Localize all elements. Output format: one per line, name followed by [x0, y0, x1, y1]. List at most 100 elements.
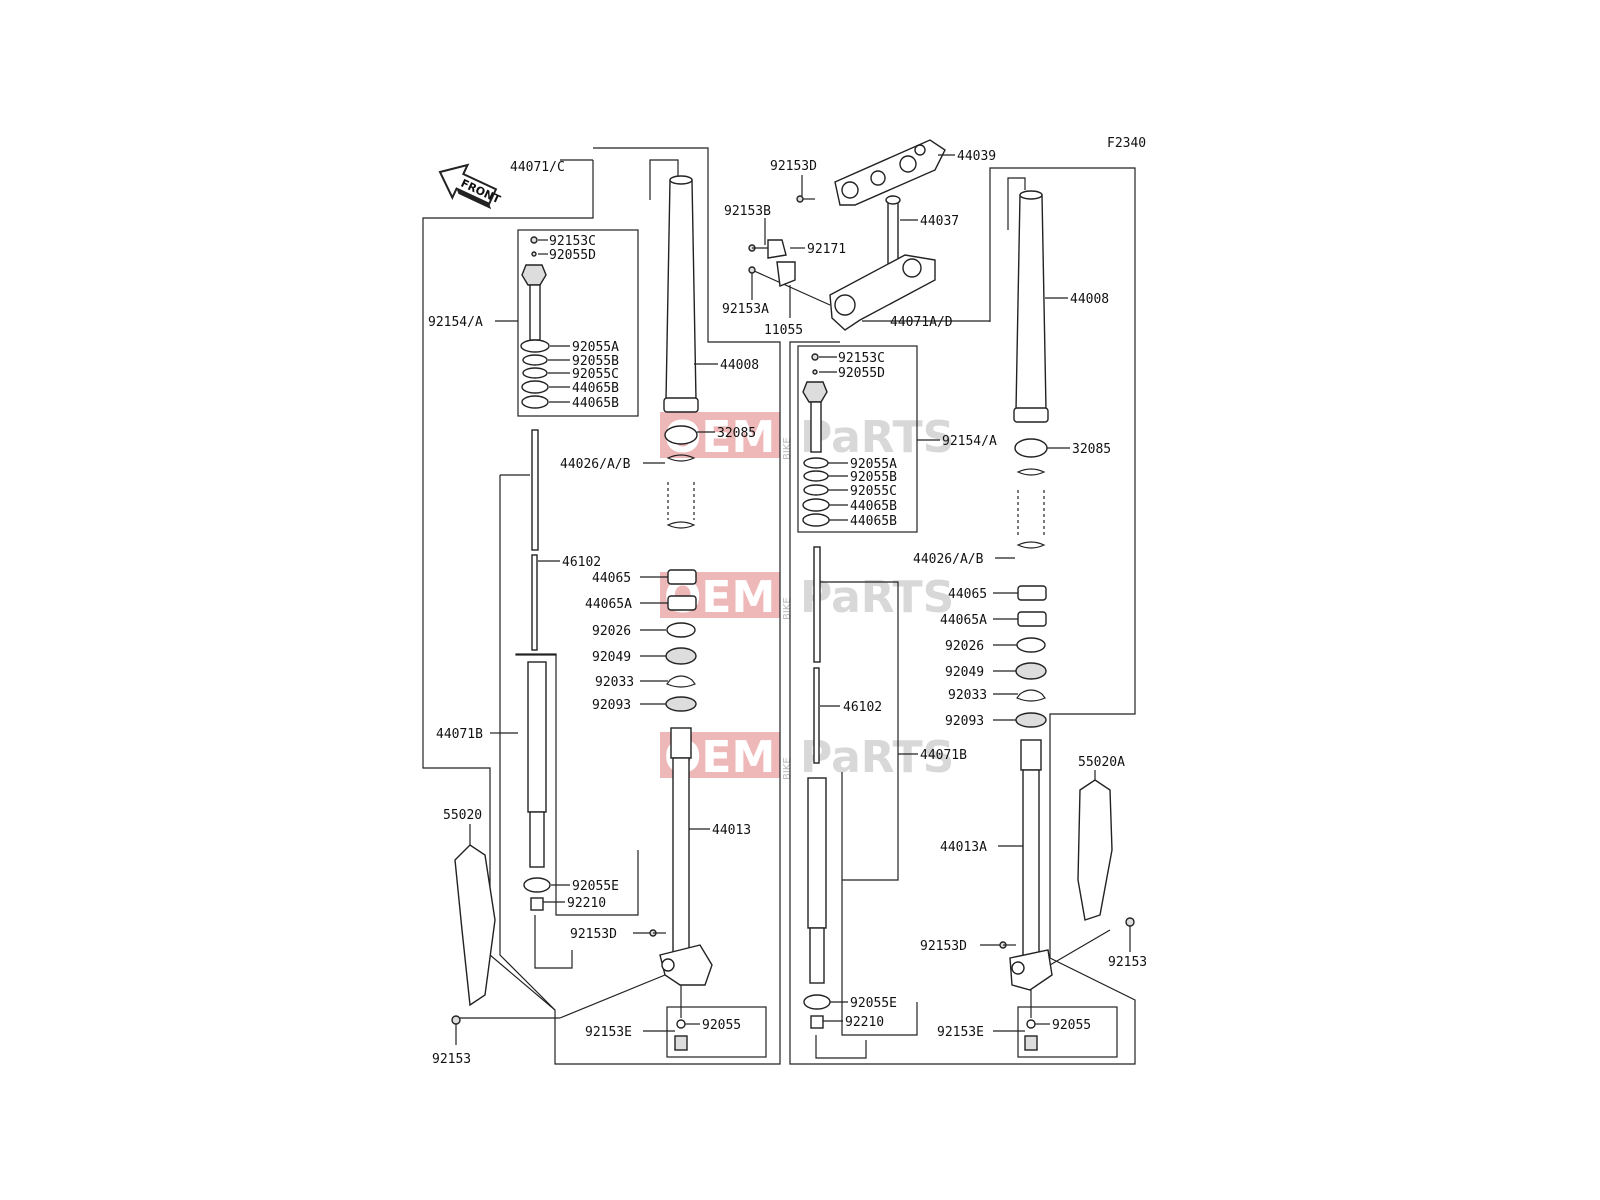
label-92171: 92171: [807, 242, 846, 257]
label-92153c-right: 92153C: [838, 351, 885, 366]
watermark-bike-1: BIKE: [782, 437, 793, 460]
label-44026-right: 44026/A/B: [913, 552, 984, 567]
label-44071b-left: 44071B: [436, 727, 483, 742]
right-bushings: [1015, 585, 1047, 728]
label-92210-right: 92210: [845, 1015, 884, 1030]
label-92055e-right: 92055E: [850, 996, 897, 1011]
left-rod-marker: [515, 653, 557, 656]
label-92210-left: 92210: [567, 896, 606, 911]
label-44039: 44039: [957, 149, 996, 164]
label-44065b-1: 44065B: [572, 381, 619, 396]
right-assembly-outline: [789, 167, 1136, 1065]
left-outer-tube: [649, 159, 699, 413]
label-92026-left: 92026: [592, 624, 631, 639]
right-cap-parts-box: [797, 345, 918, 533]
left-assembly-outline: [422, 147, 781, 1065]
label-92026-right: 92026: [945, 639, 984, 654]
right-fork-guard: [1077, 779, 1135, 927]
label-92055c: 92055C: [572, 367, 619, 382]
label-92153a: 92153A: [722, 302, 769, 317]
label-44026-left: 44026/A/B: [560, 457, 631, 472]
label-46102-right: 46102: [843, 700, 882, 715]
watermark-bike-2: BIKE: [782, 597, 793, 620]
label-92055-left: 92055: [702, 1018, 741, 1033]
label-92055b: 92055B: [572, 354, 619, 369]
right-outer-tube: [1007, 177, 1049, 423]
watermark-row-1: OEM PaRTS: [660, 412, 954, 463]
label-44065b-2: 44065B: [572, 396, 619, 411]
label-92153b: 92153B: [724, 204, 771, 219]
left-cap-assembly: [520, 236, 550, 409]
watermark-parts-3: PaRTS: [800, 732, 954, 783]
label-92153d-left: 92153D: [570, 927, 617, 942]
label-92153-left: 92153: [432, 1052, 471, 1067]
right-damper-rod: [803, 546, 831, 1029]
label-92153-right: 92153: [1108, 955, 1147, 970]
left-labels: 44071/C 92153C 92055D 92154/A 92055A 920…: [428, 160, 759, 1067]
triple-clamp-assembly: [748, 139, 946, 331]
label-92055d-right: 92055D: [838, 366, 885, 381]
watermark-row-3: OEM PaRTS: [660, 732, 954, 783]
left-bottom-parts-box: [666, 1006, 767, 1058]
right-spring: [1014, 438, 1048, 549]
label-44013: 44013: [712, 823, 751, 838]
label-92055c-right: 92055C: [850, 484, 897, 499]
diagram-code: F2340: [1107, 136, 1146, 151]
label-44013a: 44013A: [940, 840, 987, 855]
label-44008-right: 44008: [1070, 292, 1109, 307]
right-bottom-parts-box: [1017, 1006, 1118, 1058]
label-92033-left: 92033: [595, 675, 634, 690]
right-inner-tube: [999, 739, 1053, 1051]
label-44065b-right-1: 44065B: [850, 499, 897, 514]
watermark-parts-1: PaRTS: [800, 412, 954, 463]
label-92154a-right: 92154/A: [942, 434, 997, 449]
label-92049-left: 92049: [592, 650, 631, 665]
watermark-bike-3: BIKE: [782, 757, 793, 780]
label-92093-left: 92093: [592, 698, 631, 713]
watermark: OEM PaRTS OEM PaRTS OEM PaRTS BIKE BIKE …: [660, 412, 954, 783]
label-92093-right: 92093: [945, 714, 984, 729]
label-92153c: 92153C: [549, 234, 596, 249]
front-arrow-icon: FRONT: [438, 163, 503, 210]
top-labels: 92153D 44039 92153B 44037 92171 92153A 1…: [722, 149, 996, 338]
label-32085-right: 32085: [1072, 442, 1111, 457]
left-fork-guard: [451, 844, 496, 1025]
left-spring: [664, 425, 698, 529]
label-92153e-left: 92153E: [585, 1025, 632, 1040]
label-46102-left: 46102: [562, 555, 601, 570]
left-damper-rod: [523, 429, 551, 911]
label-92153d-top: 92153D: [770, 159, 817, 174]
label-92055a-right: 92055A: [850, 457, 897, 472]
label-92153e-right: 92153E: [937, 1025, 984, 1040]
leader-lines: [455, 154, 1131, 1045]
label-44065a-left: 44065A: [585, 597, 632, 612]
label-92055e-left: 92055E: [572, 879, 619, 894]
label-44071ad: 44071A/D: [890, 315, 953, 330]
watermark-parts-2: PaRTS: [800, 572, 954, 623]
label-92055-right: 92055: [1052, 1018, 1091, 1033]
label-44037: 44037: [920, 214, 959, 229]
label-92154a: 92154/A: [428, 315, 483, 330]
left-cap-parts-box: [517, 229, 639, 417]
label-44065b-right-2: 44065B: [850, 514, 897, 529]
label-55020: 55020: [443, 808, 482, 823]
label-44008-left: 44008: [720, 358, 759, 373]
label-92049-right: 92049: [945, 665, 984, 680]
label-44071c: 44071/C: [510, 160, 565, 175]
label-92055a: 92055A: [572, 340, 619, 355]
label-44065a-right: 44065A: [940, 613, 987, 628]
label-92055b-right: 92055B: [850, 470, 897, 485]
left-bushings: [665, 569, 697, 712]
label-44065-right: 44065: [948, 587, 987, 602]
label-44071b-right: 44071B: [920, 748, 967, 763]
label-11055: 11055: [764, 323, 803, 338]
label-92055d: 92055D: [549, 248, 596, 263]
left-inner-tube: [649, 727, 713, 1051]
label-92033-right: 92033: [948, 688, 987, 703]
label-55020a: 55020A: [1078, 755, 1125, 770]
label-44065-left: 44065: [592, 571, 631, 586]
label-32085-left: 32085: [717, 426, 756, 441]
label-92153d-right: 92153D: [920, 939, 967, 954]
right-labels: 44008 92153C 92055D 92154/A 32085 92055A…: [838, 292, 1147, 1040]
